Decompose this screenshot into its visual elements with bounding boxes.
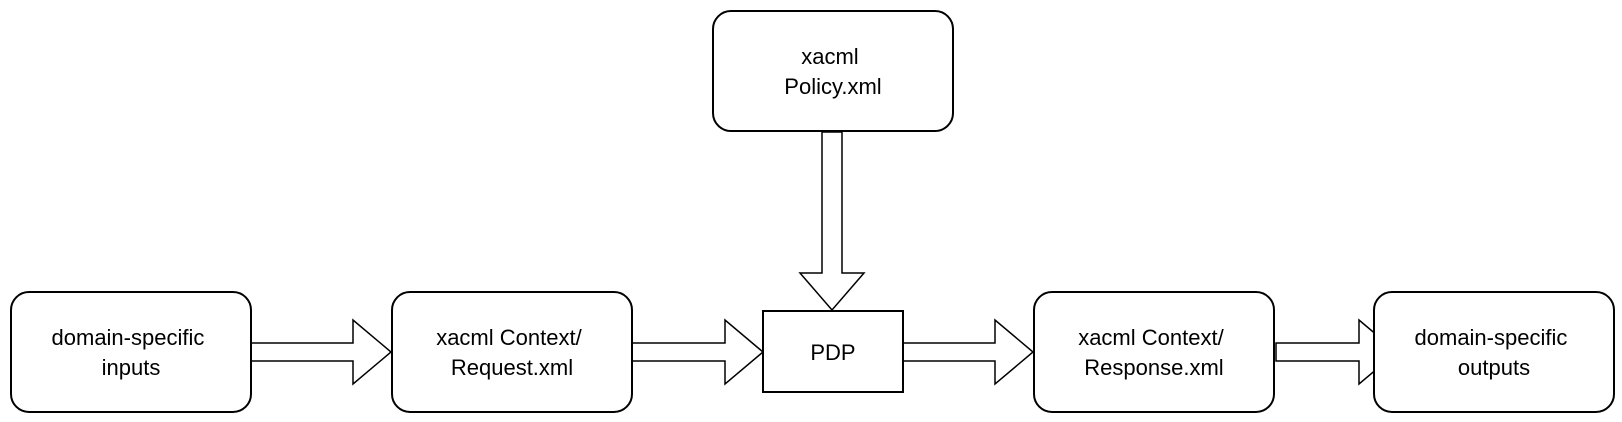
node-inputs[interactable]: domain-specific inputs <box>10 291 252 413</box>
node-request[interactable]: xacml Context/ Request.xml <box>391 291 633 413</box>
arrow-policy-to-pdp <box>798 131 866 312</box>
svg-text:domain-specific inputs: domain-specific inputs <box>52 325 211 380</box>
node-request-line-1: xacml Context/ <box>436 325 582 350</box>
node-response[interactable]: xacml Context/ Response.xml <box>1033 291 1275 413</box>
node-policy-line-1: xacml <box>801 44 858 69</box>
node-policy[interactable]: xacml Policy.xml <box>712 10 954 132</box>
node-inputs-line-2: inputs <box>102 355 161 380</box>
node-request-line-2: Request.xml <box>451 355 573 380</box>
arrow-request-to-pdp <box>631 318 765 386</box>
arrow-inputs-to-request <box>250 318 393 386</box>
svg-text:xacml Policy.xml: xacml Policy.xml <box>784 44 881 99</box>
node-pdp-label: PDP <box>810 340 855 365</box>
node-pdp[interactable]: PDP <box>762 310 904 393</box>
node-policy-line-2: Policy.xml <box>784 74 881 99</box>
node-outputs-line-2: outputs <box>1458 355 1530 380</box>
node-response-line-2: Response.xml <box>1084 355 1223 380</box>
svg-text:xacml Context/ Response.: xacml Context/ Response.xml <box>1078 325 1230 380</box>
node-response-line-1: xacml Context/ <box>1078 325 1224 350</box>
svg-text:xacml Context/ Request.x: xacml Context/ Request.xml <box>436 325 588 380</box>
arrow-pdp-to-response <box>902 318 1035 386</box>
node-outputs-line-1: domain-specific <box>1415 325 1568 350</box>
node-outputs[interactable]: domain-specific outputs <box>1373 291 1615 413</box>
svg-text:domain-specific outputs: domain-specific outputs <box>1415 325 1574 380</box>
node-inputs-line-1: domain-specific <box>52 325 205 350</box>
svg-text:PDP: PDP <box>810 340 855 365</box>
